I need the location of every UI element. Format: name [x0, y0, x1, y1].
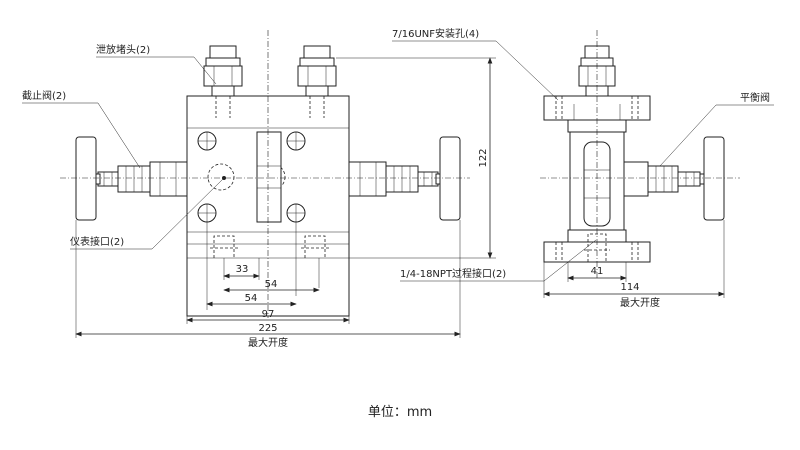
dim-225: 225 — [258, 323, 277, 334]
dim-max-open-front: 最大开度 — [248, 336, 288, 349]
front-gauge-ports — [210, 235, 329, 258]
dim-33: 33 — [236, 264, 249, 275]
callout-gauge-port: 仪表接口(2) — [70, 235, 124, 248]
front-stop-valve-left — [75, 136, 188, 221]
front-stop-valve-right — [348, 136, 461, 221]
callout-bleed-plug: 泄放堵头(2) — [96, 43, 150, 56]
dim-max-open-side: 最大开度 — [620, 296, 660, 309]
unit-note: 单位：mm — [368, 405, 432, 420]
dim-122: 122 — [478, 148, 489, 167]
front-holes — [197, 131, 306, 223]
side-view — [540, 30, 740, 280]
front-view — [60, 30, 470, 318]
dim-54-lower: 54 — [245, 293, 258, 304]
front-bleed-plug-left — [203, 45, 243, 118]
callout-mount-hole: 7/16UNF安装孔(4) — [392, 27, 479, 40]
callout-balance-valve: 平衡阀 — [740, 91, 770, 104]
dim-41: 41 — [591, 266, 604, 277]
dim-114: 114 — [620, 282, 639, 293]
side-callouts: 7/16UNF安装孔(4) 平衡阀 1/4-18NPT过程接口(2) — [392, 27, 774, 282]
dim-54-upper: 54 — [265, 279, 278, 290]
front-balance-handle — [256, 131, 282, 223]
front-callouts: 泄放堵头(2) 截止阀(2) 仪表接口(2) — [22, 43, 226, 250]
front-dimensions: 33 54 54 97 225 最大开度 122 — [75, 57, 496, 349]
side-dimensions: 41 114 最大开度 — [543, 220, 725, 309]
side-balance-valve — [623, 136, 725, 221]
dim-97: 97 — [262, 309, 275, 320]
front-bleed-plug-right — [297, 45, 337, 118]
callout-stop-valve: 截止阀(2) — [22, 89, 66, 102]
callout-process-port: 1/4-18NPT过程接口(2) — [400, 267, 506, 280]
